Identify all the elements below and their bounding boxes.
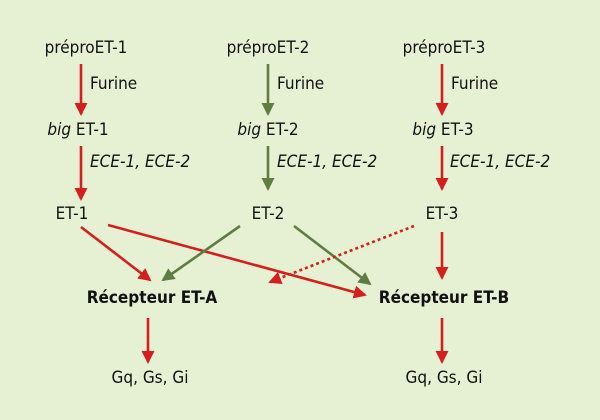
big-et2-name: ET-2 bbox=[265, 120, 299, 140]
prepro-et1-label: préproET-1 bbox=[44, 38, 128, 58]
receptor-etb-label: Récepteur ET-B bbox=[378, 288, 510, 308]
arrow-et1-to-etb bbox=[107, 223, 367, 299]
big-et2-label: big ET-2 bbox=[237, 120, 298, 140]
furine-label-3: Furine bbox=[451, 74, 499, 94]
arrow-et2-to-eta bbox=[161, 224, 241, 282]
big-prefix-2: big bbox=[237, 120, 262, 140]
prepro-et2-label: préproET-2 bbox=[226, 38, 310, 58]
ece-label-3: ECE-1, ECE-2 bbox=[450, 152, 551, 172]
big-et3-label: big ET-3 bbox=[412, 120, 473, 140]
big-et1-name: ET-1 bbox=[75, 120, 109, 140]
receptor-eta-label: Récepteur ET-A bbox=[86, 288, 218, 308]
ece-label-2: ECE-1, ECE-2 bbox=[277, 152, 378, 172]
furine-label-2: Furine bbox=[277, 74, 325, 94]
et3-label: ET-3 bbox=[425, 204, 459, 224]
big-prefix-3: big bbox=[412, 120, 437, 140]
g-proteins-etb: Gq, Gs, Gi bbox=[405, 368, 483, 388]
et1-label: ET-1 bbox=[55, 204, 89, 224]
furine-label-1: Furine bbox=[90, 74, 138, 94]
et2-label: ET-2 bbox=[251, 204, 285, 224]
big-prefix-1: big bbox=[47, 120, 72, 140]
g-proteins-eta: Gq, Gs, Gi bbox=[111, 368, 189, 388]
prepro-et3-label: préproET-3 bbox=[402, 38, 486, 58]
ece-label-1: ECE-1, ECE-2 bbox=[90, 152, 191, 172]
arrow-et2-to-etb bbox=[293, 224, 372, 286]
big-et3-name: ET-3 bbox=[440, 120, 474, 140]
arrow-et3-to-eta-dotted bbox=[268, 224, 415, 285]
big-et1-label: big ET-1 bbox=[47, 120, 108, 140]
arrow-et1-to-eta bbox=[80, 225, 152, 282]
